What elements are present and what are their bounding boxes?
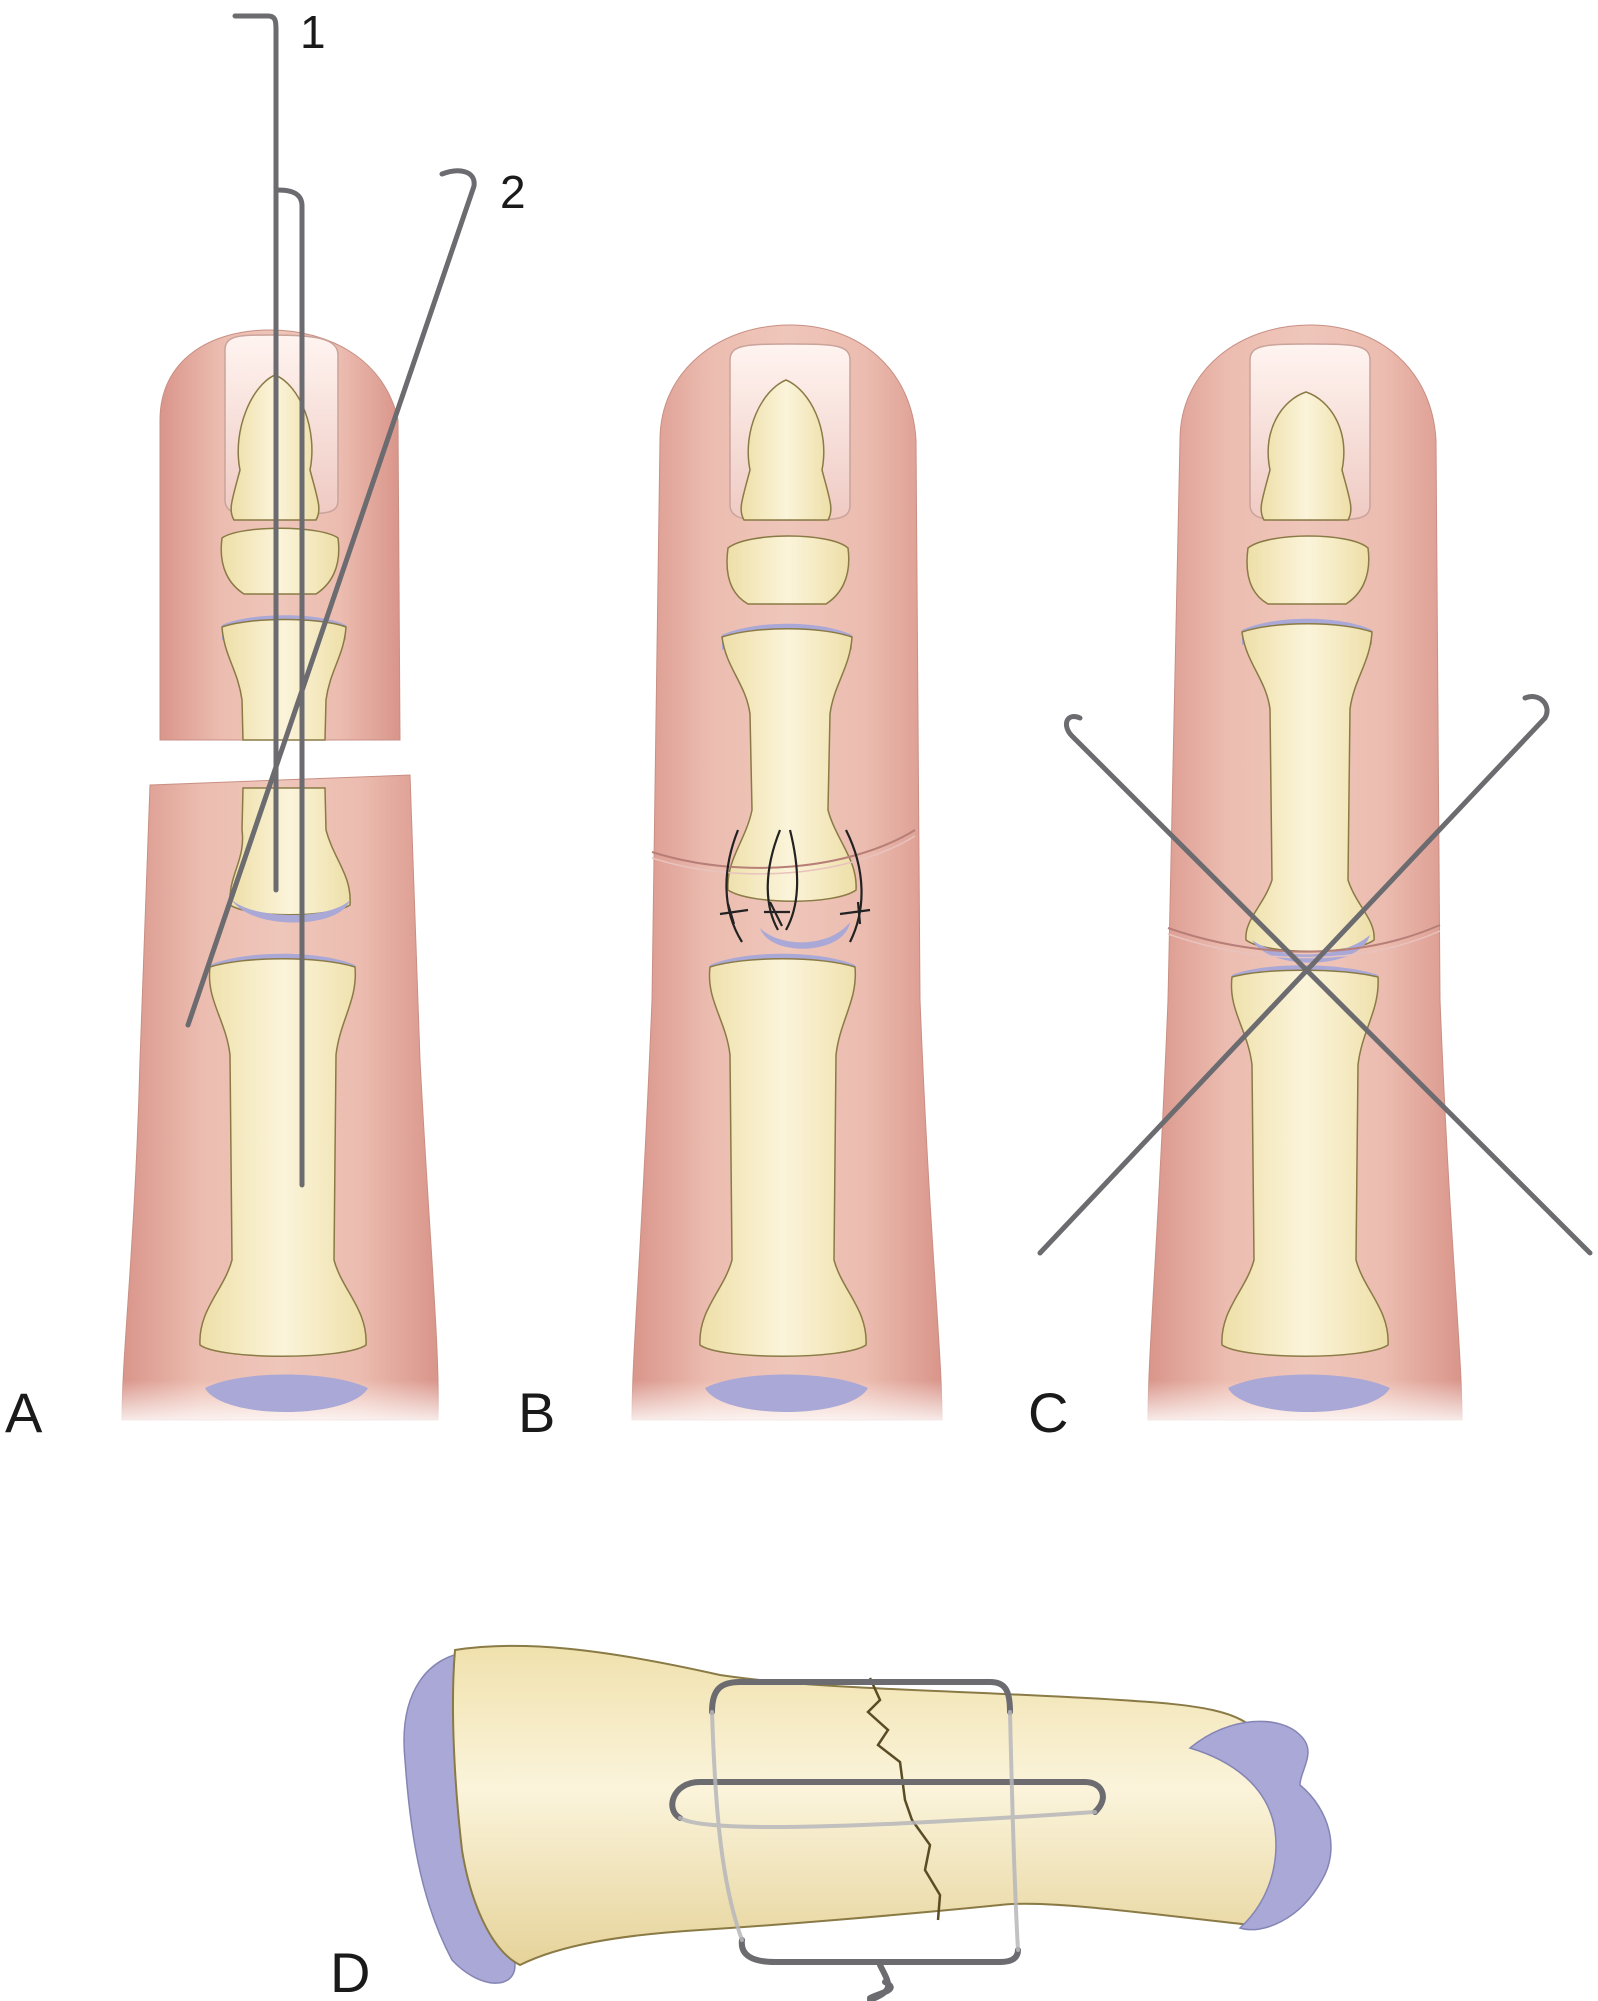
panel-d: D: [330, 1644, 1332, 2001]
kwire-1: [232, 13, 305, 1188]
panel-label-b: B: [518, 1381, 555, 1444]
panel-c: C: [1028, 324, 1593, 1444]
wire-label-1: 1: [300, 6, 326, 58]
panel-b: B: [518, 324, 960, 1444]
sutures: [719, 829, 871, 943]
panel-label-a: A: [5, 1381, 43, 1444]
tension-band-wire: [669, 1679, 1106, 2001]
panel-label-c: C: [1028, 1381, 1068, 1444]
panel-a: 1 2 A: [5, 6, 526, 1444]
kwire-2: [185, 168, 477, 1028]
panel-label-d: D: [330, 1941, 370, 2001]
wire-label-2: 2: [500, 166, 526, 218]
crossed-kwires: [1037, 694, 1593, 1256]
